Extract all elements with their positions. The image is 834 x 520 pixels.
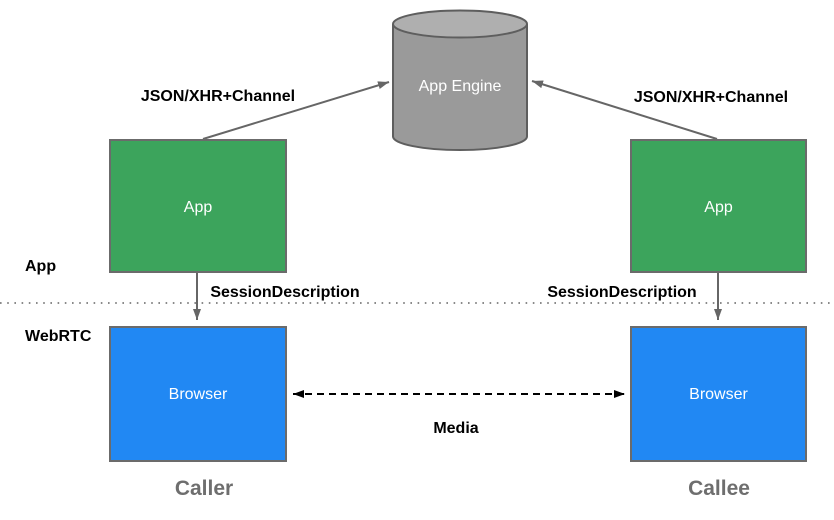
caller-app-label: App bbox=[184, 199, 213, 216]
caller-label: Caller bbox=[175, 477, 233, 500]
app-engine-label: App Engine bbox=[419, 78, 502, 95]
channel-label-left: JSON/XHR+Channel bbox=[141, 88, 295, 105]
cylinder-top-shape bbox=[392, 9, 528, 39]
layer-label-webrtc: WebRTC bbox=[25, 328, 92, 345]
session-label-right: SessionDescription bbox=[547, 284, 696, 301]
caller-app-rect bbox=[109, 139, 287, 273]
caller-browser-box: Browser bbox=[109, 326, 287, 462]
callee-browser-rect bbox=[630, 326, 807, 462]
session-label-left: SessionDescription bbox=[210, 284, 359, 301]
caller-browser-label: Browser bbox=[169, 386, 228, 403]
callee-app-label: App bbox=[704, 199, 733, 216]
callee-browser-label: Browser bbox=[689, 386, 748, 403]
channel-arrow-right bbox=[531, 80, 718, 140]
caller-app-box: App bbox=[109, 139, 287, 273]
media-label: Media bbox=[433, 420, 478, 437]
layer-label-app: App bbox=[25, 258, 56, 275]
app-engine-cylinder: App Engine bbox=[392, 9, 528, 151]
callee-app-box: App bbox=[630, 139, 807, 273]
callee-browser-box: Browser bbox=[630, 326, 807, 462]
callee-label: Callee bbox=[688, 477, 750, 500]
channel-arrow-left bbox=[202, 81, 390, 140]
caller-browser-rect bbox=[109, 326, 287, 462]
callee-app-rect bbox=[630, 139, 807, 273]
cylinder-body-shape bbox=[392, 24, 528, 151]
channel-label-right: JSON/XHR+Channel bbox=[634, 89, 788, 106]
